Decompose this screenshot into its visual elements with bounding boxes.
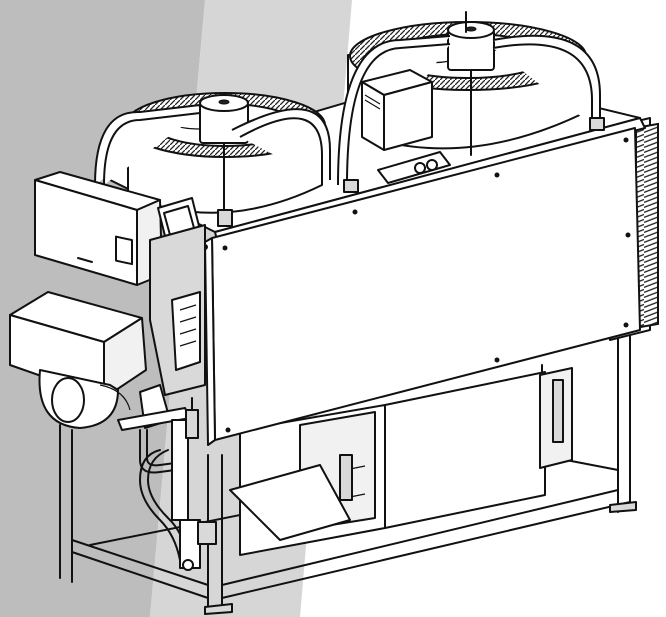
junction-box — [361, 69, 451, 184]
gas-piping — [117, 397, 217, 571]
front-panel — [201, 127, 641, 446]
fan-left — [94, 92, 331, 227]
lower-housing — [229, 367, 573, 556]
control-panel — [34, 171, 206, 396]
burner-housing — [9, 291, 171, 429]
